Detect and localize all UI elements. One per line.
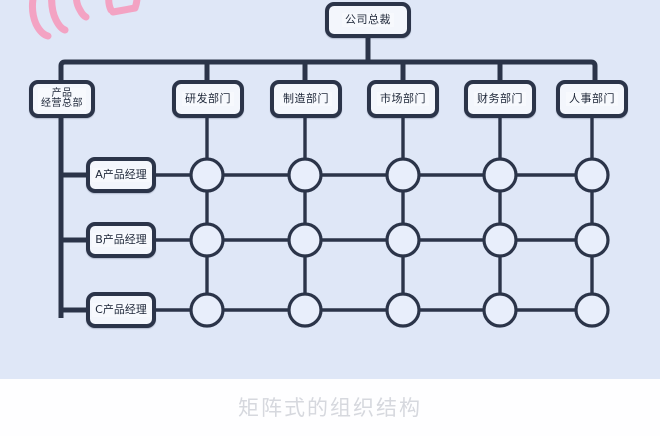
matrix-node-r3c2 [287,292,323,328]
node-company-president[interactable]: 公司总裁 [325,2,411,38]
matrix-node-r1c4 [482,157,518,193]
node-product-hq[interactable]: 产品 经营总部 [29,80,95,118]
node-department-rd[interactable]: 研发部门 [172,80,244,118]
node-company-president-label: 公司总裁 [342,13,394,27]
diagram-caption: 矩阵式的组织结构 [238,396,422,420]
matrix-node-r1c2 [287,157,323,193]
node-department-hr-label: 人事部门 [566,92,618,106]
matrix-node-r1c5 [574,157,610,193]
caption-band [0,379,660,436]
node-product-hq-label: 产品 经营总部 [38,88,86,110]
node-product-manager-a-label: A产品经理 [92,168,150,182]
node-product-manager-b[interactable]: B产品经理 [86,222,156,258]
node-product-hq-line1: 产品 [51,88,73,99]
node-product-manager-c[interactable]: C产品经理 [86,292,156,328]
node-department-finance[interactable]: 财务部门 [464,80,536,118]
node-product-manager-a[interactable]: A产品经理 [86,157,156,193]
matrix-node-r2c5 [574,222,610,258]
link-horizontal-bus [58,59,598,80]
matrix-node-r2c2 [287,222,323,258]
matrix-node-r3c4 [482,292,518,328]
matrix-node-r2c3 [385,222,421,258]
matrix-node-r3c3 [385,292,421,328]
node-department-manufacturing[interactable]: 制造部门 [270,80,342,118]
node-department-finance-label: 财务部门 [474,92,526,106]
node-department-hr[interactable]: 人事部门 [556,80,628,118]
node-department-marketing[interactable]: 市场部门 [367,80,439,118]
node-department-manufacturing-label: 制造部门 [280,92,332,106]
matrix-node-r3c5 [574,292,610,328]
node-product-manager-b-label: B产品经理 [92,233,150,247]
matrix-node-r2c1 [189,222,225,258]
matrix-node-r3c1 [189,292,225,328]
node-department-rd-label: 研发部门 [182,92,234,106]
matrix-node-r1c1 [189,157,225,193]
node-product-manager-c-label: C产品经理 [92,303,150,317]
matrix-node-r1c3 [385,157,421,193]
node-product-hq-line2: 经营总部 [41,98,83,109]
matrix-node-r2c4 [482,222,518,258]
node-department-marketing-label: 市场部门 [377,92,429,106]
